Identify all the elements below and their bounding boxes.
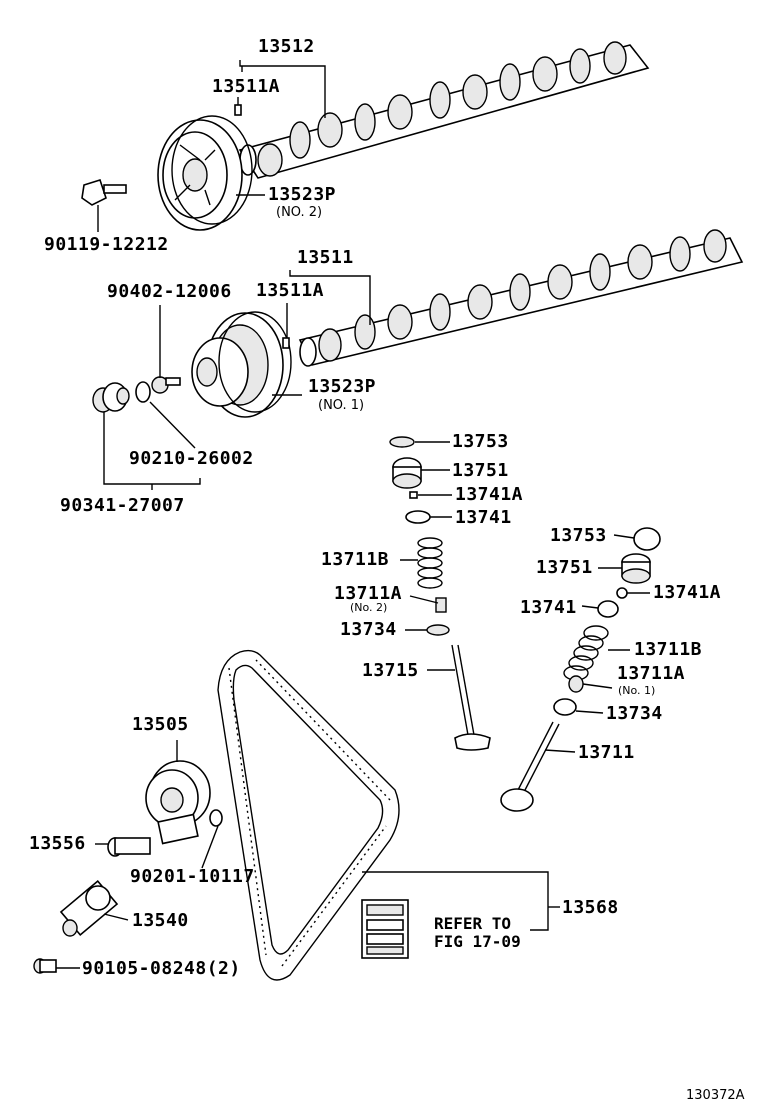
label-13741a-b: 13741A	[653, 582, 722, 603]
cam-gear-no2	[157, 115, 253, 231]
label-13751-b: 13751	[536, 557, 593, 578]
label-13711b-b: 13711B	[634, 639, 703, 660]
label-13568: 13568	[562, 897, 619, 918]
reference-note-line2: FIG 17-09	[434, 932, 521, 951]
label-13711: 13711	[578, 742, 635, 763]
tensioner-13540	[59, 879, 119, 937]
label-90201-10117: 90201-10117	[130, 866, 255, 887]
dowel-pin-mid	[282, 337, 290, 349]
label-13734-b: 13734	[606, 703, 663, 724]
label-13715: 13715	[362, 660, 419, 681]
collar-90201	[209, 809, 223, 827]
label-13556: 13556	[29, 833, 86, 854]
label-13511a-top: 13511A	[212, 76, 281, 97]
label-no2: (NO. 2)	[276, 205, 323, 220]
label-no2-small: (No. 2)	[350, 601, 388, 614]
label-13751-a: 13751	[452, 460, 509, 481]
label-90402-12006: 90402-12006	[107, 281, 232, 302]
camshaft-no2	[238, 41, 650, 179]
label-90119-12212: 90119-12212	[44, 234, 169, 255]
label-no1-small: (No. 1)	[618, 684, 656, 697]
pulley-bolt-13556	[107, 837, 151, 857]
valve-train-a	[389, 436, 491, 751]
timing-belt	[217, 649, 400, 981]
label-13711b-a: 13711B	[321, 549, 390, 570]
label-13711a-b: 13711A	[617, 663, 686, 684]
label-13734-a: 13734	[340, 619, 397, 640]
label-13540: 13540	[132, 910, 189, 931]
dowel-pin-top	[234, 104, 242, 116]
reference-diagram-icon	[361, 899, 409, 959]
bolt-90105	[33, 958, 57, 974]
camshaft-no1	[298, 229, 744, 367]
idler-pulley	[145, 760, 211, 845]
label-13512: 13512	[258, 36, 315, 57]
plug-90341	[92, 382, 130, 413]
label-13511: 13511	[297, 247, 354, 268]
bolt-90402	[151, 376, 181, 394]
label-13505: 13505	[132, 714, 189, 735]
valve-train-b	[500, 527, 661, 812]
label-13741a-a: 13741A	[455, 484, 524, 505]
figure-id: 130372A	[686, 1088, 745, 1103]
reference-note-line1: REFER TO	[434, 914, 512, 933]
label-13741-a: 13741	[455, 507, 512, 528]
label-13511a-mid: 13511A	[256, 280, 325, 301]
label-13523p-no2: 13523P	[268, 184, 337, 205]
label-90210-26002: 90210-26002	[129, 448, 254, 469]
leader-lines	[56, 60, 650, 969]
label-90341-27007: 90341-27007	[60, 495, 185, 516]
label-no1: (NO. 1)	[318, 398, 365, 413]
cam-gear-no1	[191, 311, 292, 418]
label-13741-b: 13741	[520, 597, 577, 618]
gasket-90210	[135, 381, 151, 403]
label-13753-b: 13753	[550, 525, 607, 546]
label-90105-08248: 90105-08248(2)	[82, 958, 241, 979]
label-13523p-no1: 13523P	[308, 376, 377, 397]
label-13753-a: 13753	[452, 431, 509, 452]
label-13711a-a: 13711A	[334, 583, 403, 604]
bolt-90119	[81, 179, 127, 206]
